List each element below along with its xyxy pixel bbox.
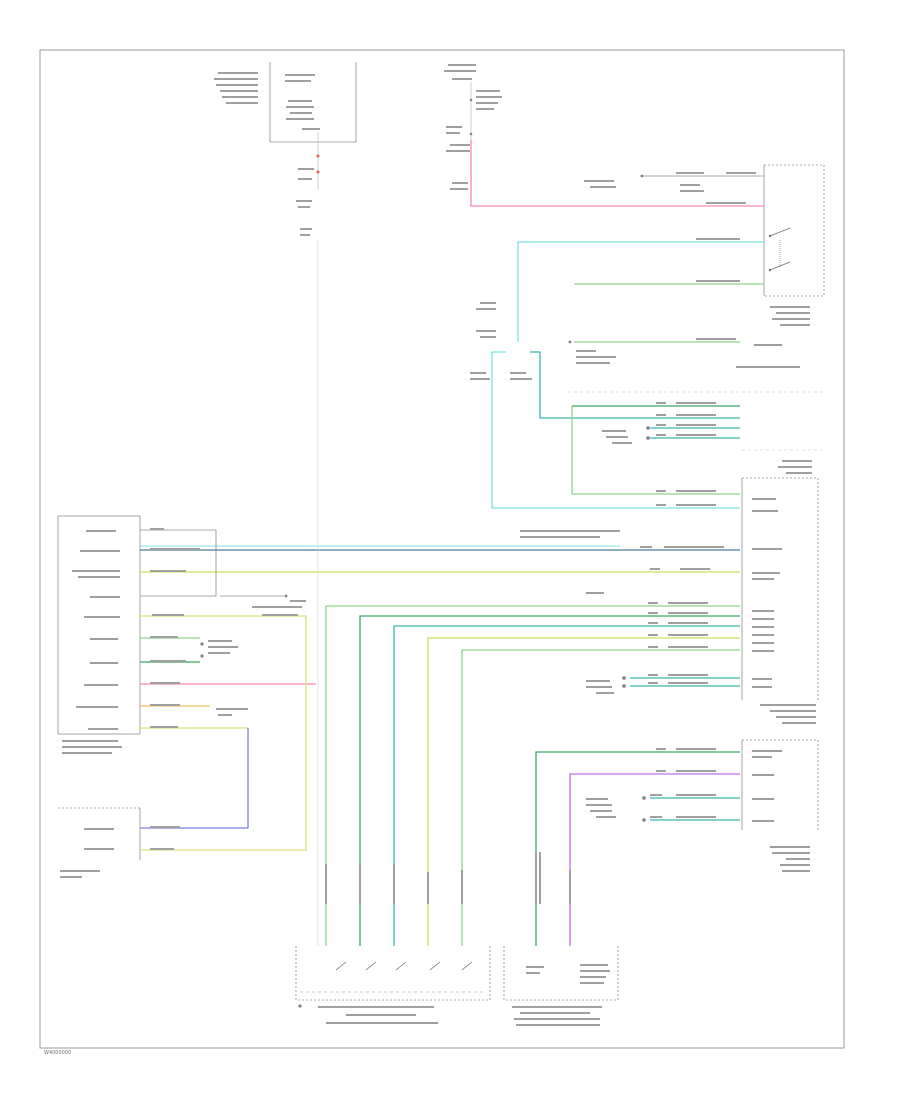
wire-pink-battery: [470, 140, 764, 207]
range-switch-assembly: [503, 946, 619, 1026]
diagram-frame: [39, 49, 845, 1049]
shift-solenoid-assembly: [295, 946, 491, 1024]
diagram-reference: W4000000: [44, 1050, 71, 1056]
wire-cyan-1: [517, 241, 764, 342]
wire-gray-bracket: [140, 529, 217, 597]
wire-sol-4: [427, 637, 740, 946]
wire-sol-1: [325, 605, 740, 946]
wire-green-3: [571, 406, 740, 495]
pressure-switch-module: [568, 164, 825, 393]
wire-sol-5: [461, 649, 740, 946]
ignition-fuse-block: [214, 62, 357, 236]
wire-yellow-1: [140, 615, 307, 851]
ground-symbols: [200, 174, 650, 1008]
wire-harness: [140, 140, 764, 946]
left-module-connector: [57, 515, 141, 754]
wire-cyan-2: [491, 351, 740, 509]
wire-sol-2: [359, 615, 740, 946]
battery-fuse-block: [444, 64, 502, 190]
wire-blue: [140, 728, 249, 829]
wire-range-1: [535, 751, 740, 946]
wire-sol-3: [393, 625, 740, 946]
tcm-connector-upper: [741, 449, 824, 724]
wire-cyan-3: [530, 351, 740, 419]
clutch-pedal-switch: [58, 807, 141, 878]
wire-labels: [150, 172, 756, 904]
transmission-range-sensor: [741, 739, 819, 872]
